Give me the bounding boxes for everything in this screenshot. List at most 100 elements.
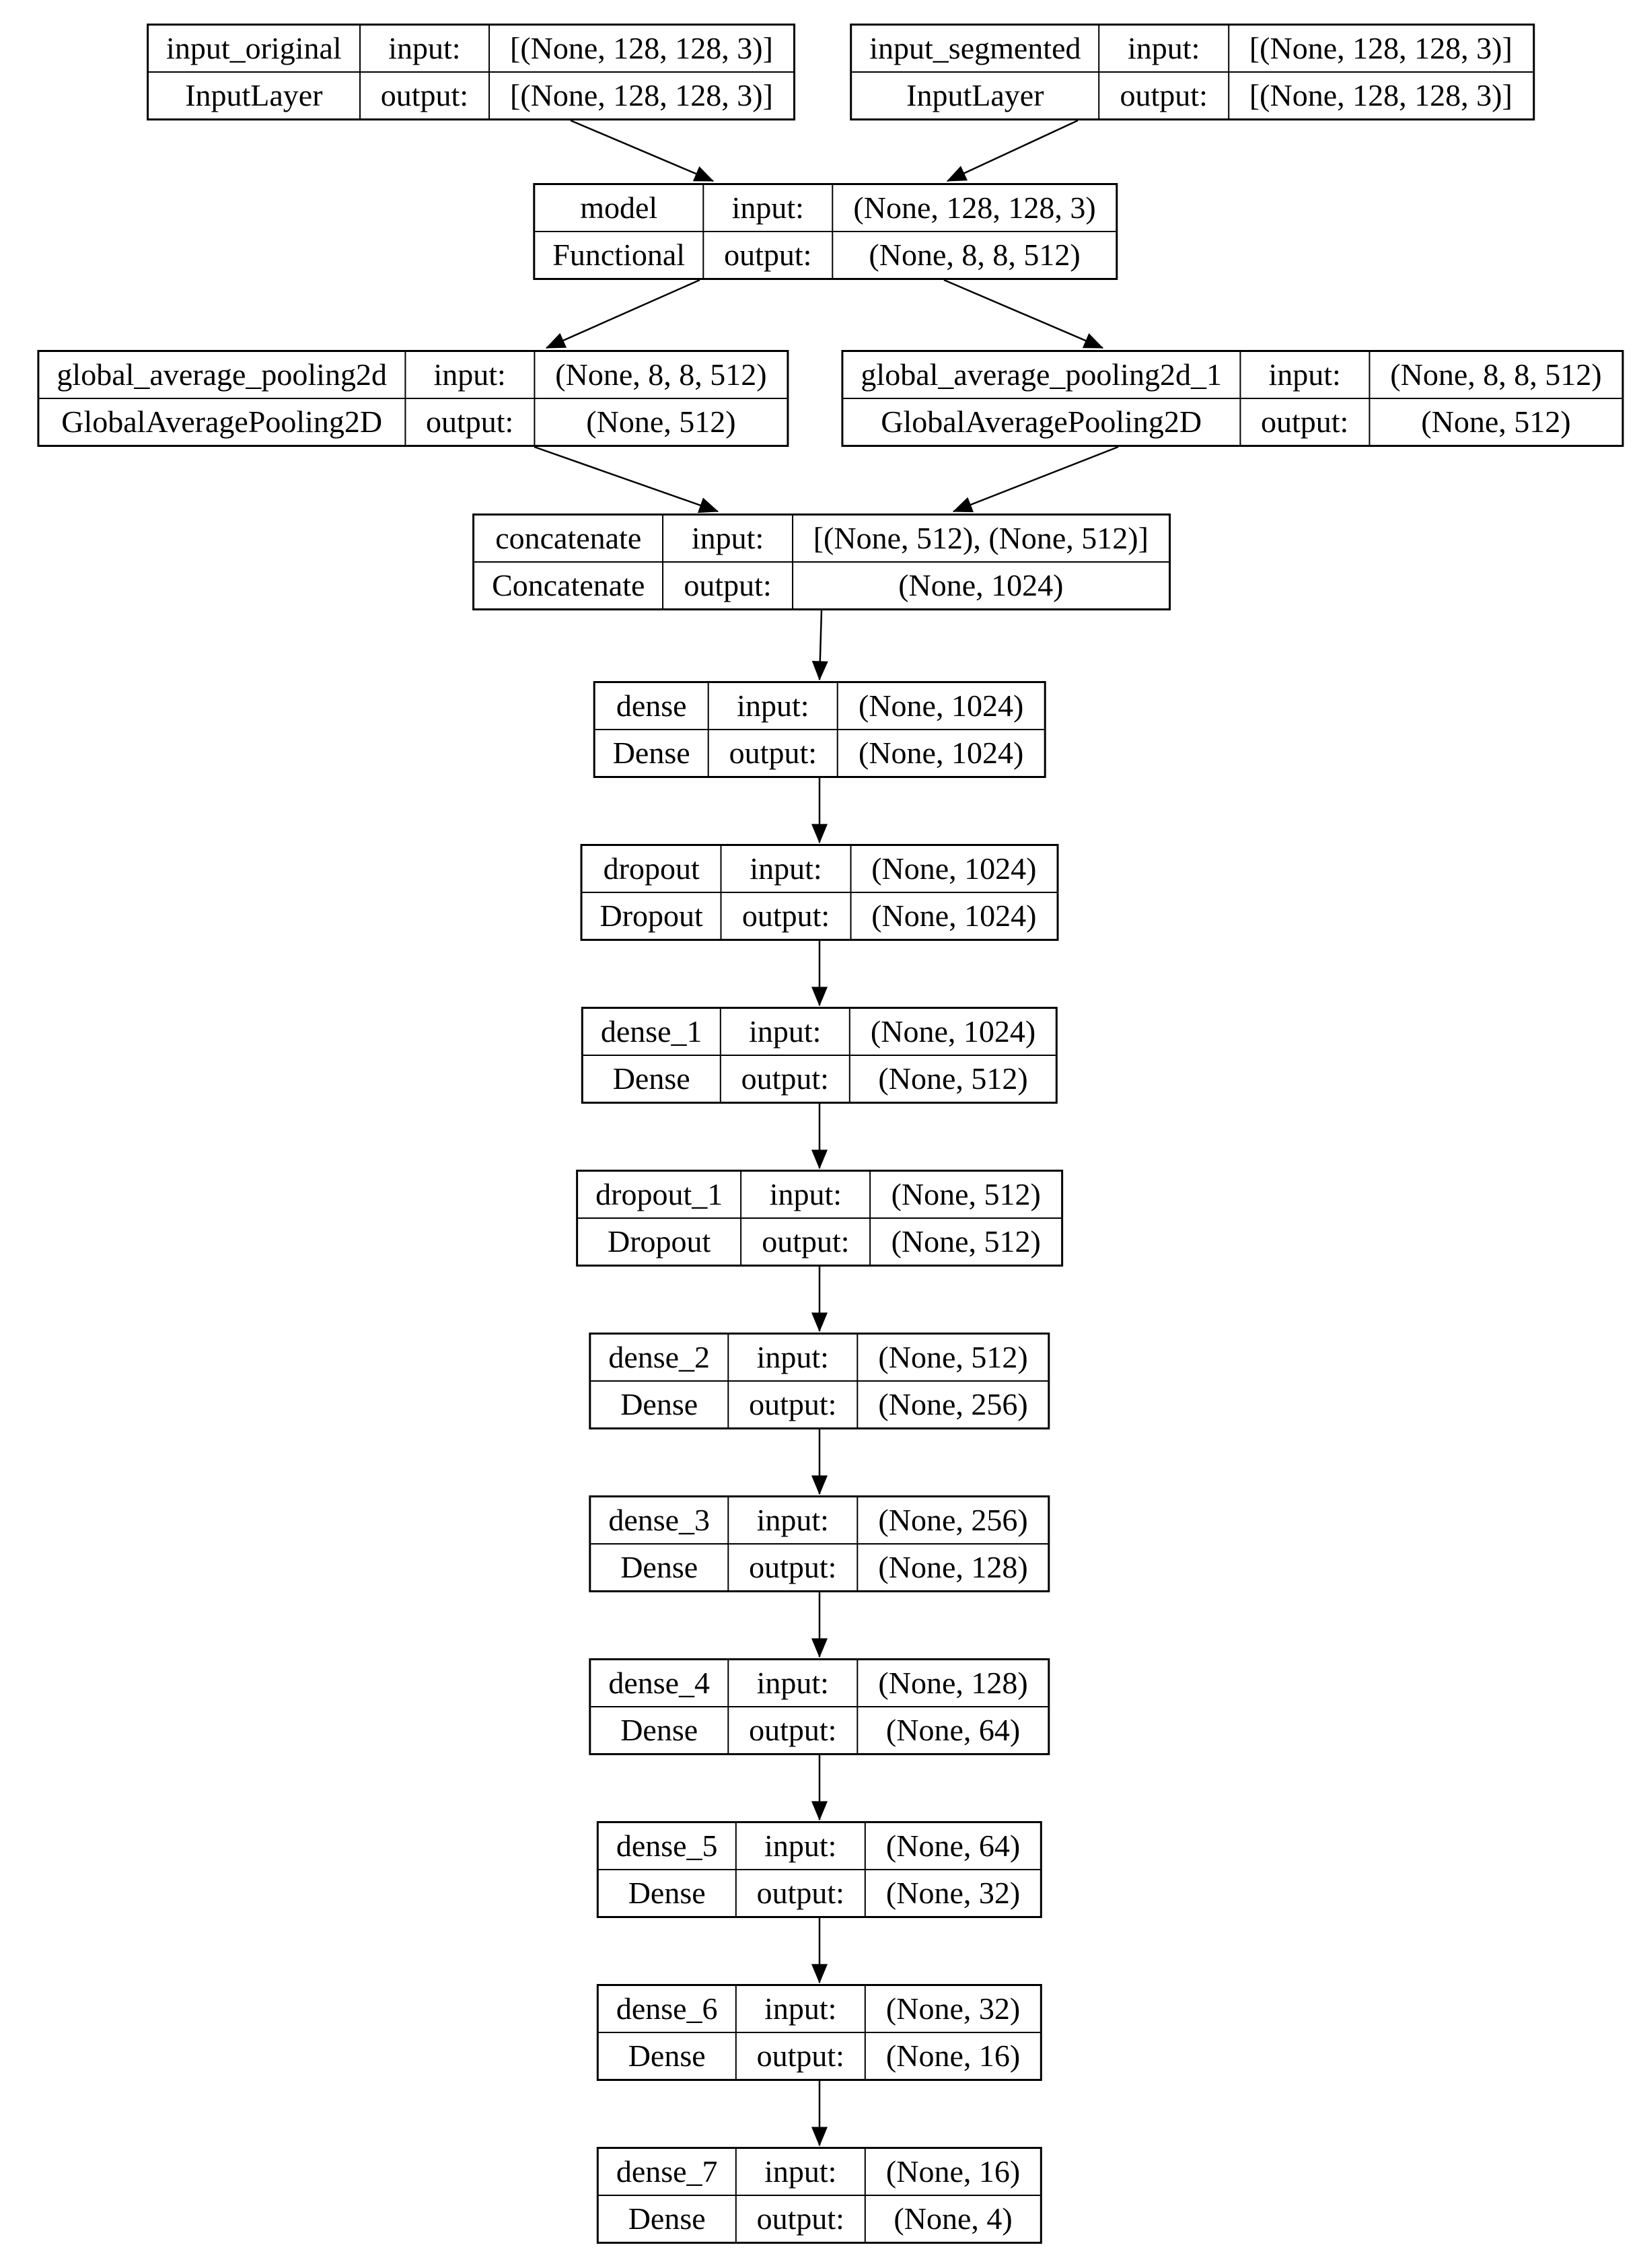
output-shape: [(None, 128, 128, 3)] (510, 78, 773, 112)
node-model: model input: (None, 128, 128, 3) Functio… (533, 183, 1118, 280)
output-label: output: (704, 232, 834, 278)
edge-input_original-to-model (570, 119, 715, 182)
output-shape: (None, 1024) (859, 736, 1024, 770)
input-label: input: (729, 1660, 859, 1707)
layer-type: Dropout (578, 1219, 742, 1265)
input-label: input: (721, 1009, 850, 1056)
edge-global_average_pooling2d_1-to-concatenate (952, 446, 1119, 513)
output-label: output: (741, 1219, 871, 1265)
input-shape: (None, 256) (858, 1497, 1048, 1545)
input-shape: (None, 1024) (851, 846, 1057, 893)
input-label: input: (704, 185, 834, 232)
edge-model-to-global_average_pooling2d_1 (943, 279, 1104, 349)
layer-type: GlobalAveragePooling2D (39, 399, 406, 445)
node-dense: dense input: (None, 1024) Dense output: … (593, 681, 1046, 778)
input-label: input: (663, 516, 793, 563)
layer-type: Dense (599, 2033, 737, 2079)
node-global_average_pooling2d_1: global_average_pooling2d_1 input: (None,… (841, 350, 1624, 447)
node-dense_7: dense_7 input: (None, 16) Dense output: … (596, 2147, 1043, 2244)
output-shape: (None, 16) (885, 2039, 1021, 2073)
layer-name: dense (595, 683, 709, 730)
input-label: input: (741, 1172, 871, 1219)
layer-name: global_average_pooling2d_1 (843, 352, 1241, 399)
layer-type: Dropout (583, 893, 722, 939)
output-label: output: (361, 73, 490, 118)
node-dropout_1: dropout_1 input: (None, 512) Dropout out… (576, 1170, 1063, 1267)
layer-name: global_average_pooling2d (39, 352, 406, 399)
layer-type: Dense (599, 1870, 737, 1916)
layer-type: Dense (599, 2196, 737, 2242)
output-label: output: (729, 1707, 859, 1753)
layer-name: concatenate (474, 516, 664, 563)
input-label: input: (729, 1497, 859, 1545)
output-shape: (None, 512) (891, 1224, 1041, 1259)
node-dense_1: dense_1 input: (None, 1024) Dense output… (581, 1007, 1058, 1104)
output-shape: (None, 128) (878, 1550, 1028, 1584)
output-label: output: (737, 2033, 866, 2079)
output-shape: (None, 64) (885, 1713, 1021, 1747)
output-shape: (None, 32) (885, 1876, 1021, 1910)
layer-name: input_segmented (852, 26, 1100, 73)
node-dense_4: dense_4 input: (None, 128) Dense output:… (589, 1658, 1050, 1755)
input-shape: (None, 128) (858, 1660, 1048, 1707)
output-shape: (None, 8, 8, 512) (869, 238, 1081, 272)
input-label: input: (729, 1335, 859, 1382)
layer-name: dropout_1 (578, 1172, 742, 1219)
output-label: output: (721, 1056, 850, 1102)
input-shape: [(None, 128, 128, 3)] (1229, 26, 1533, 73)
layer-type: Dense (591, 1382, 729, 1427)
input-shape: (None, 8, 8, 512) (535, 352, 787, 399)
output-label: output: (737, 2196, 866, 2242)
layer-type: Dense (591, 1545, 729, 1590)
output-shape: (None, 256) (878, 1387, 1028, 1421)
layer-type: Dense (583, 1056, 721, 1102)
output-label: output: (729, 1545, 859, 1590)
layer-type: InputLayer (149, 73, 361, 118)
input-shape: (None, 64) (865, 1823, 1041, 1870)
layer-type: Concatenate (474, 563, 664, 608)
input-shape: (None, 32) (865, 1986, 1041, 2033)
input-shape: (None, 16) (865, 2149, 1041, 2196)
input-label: input: (1099, 26, 1229, 73)
layer-name: dense_5 (598, 1823, 737, 1870)
edge-global_average_pooling2d-to-concatenate (534, 446, 719, 513)
node-dense_5: dense_5 input: (None, 64) Dense output: … (596, 1821, 1043, 1918)
output-label: output: (1241, 399, 1371, 445)
output-label: output: (729, 1382, 859, 1427)
input-shape: [(None, 512), (None, 512)] (793, 516, 1169, 563)
output-shape: (None, 512) (1421, 404, 1571, 439)
input-label: input: (721, 846, 852, 893)
node-input_original: input_original input: [(None, 128, 128, … (147, 24, 795, 120)
input-label: input: (736, 2149, 866, 2196)
layer-name: dense_6 (598, 1986, 737, 2033)
input-shape: (None, 512) (858, 1335, 1048, 1382)
edge-input_segmented-to-model (946, 119, 1079, 182)
input-label: input: (405, 352, 536, 399)
output-label: output: (737, 1870, 866, 1916)
output-label: output: (709, 730, 839, 776)
node-global_average_pooling2d: global_average_pooling2d input: (None, 8… (37, 350, 789, 447)
layer-type: Functional (535, 232, 704, 278)
output-label: output: (406, 399, 536, 445)
input-shape: (None, 128, 128, 3) (833, 185, 1116, 232)
input-shape: (None, 1024) (850, 1009, 1056, 1056)
layer-name: dense_1 (583, 1009, 721, 1056)
output-label: output: (663, 563, 793, 608)
input-label: input: (736, 1823, 866, 1870)
node-input_segmented: input_segmented input: [(None, 128, 128,… (850, 24, 1535, 120)
output-shape: (None, 512) (586, 404, 736, 439)
layer-name: dense_2 (591, 1335, 729, 1382)
node-dense_2: dense_2 input: (None, 512) Dense output:… (589, 1333, 1050, 1429)
input-shape: (None, 8, 8, 512) (1370, 352, 1622, 399)
input-shape: (None, 512) (871, 1172, 1061, 1219)
output-shape: (None, 1024) (898, 568, 1064, 602)
layer-name: model (535, 185, 704, 232)
node-dense_3: dense_3 input: (None, 256) Dense output:… (589, 1495, 1050, 1592)
node-dense_6: dense_6 input: (None, 32) Dense output: … (596, 1984, 1043, 2081)
output-label: output: (722, 893, 852, 939)
layer-type: Dense (591, 1707, 729, 1753)
input-shape: (None, 1024) (838, 683, 1044, 730)
edge-model-to-global_average_pooling2d (545, 279, 700, 349)
